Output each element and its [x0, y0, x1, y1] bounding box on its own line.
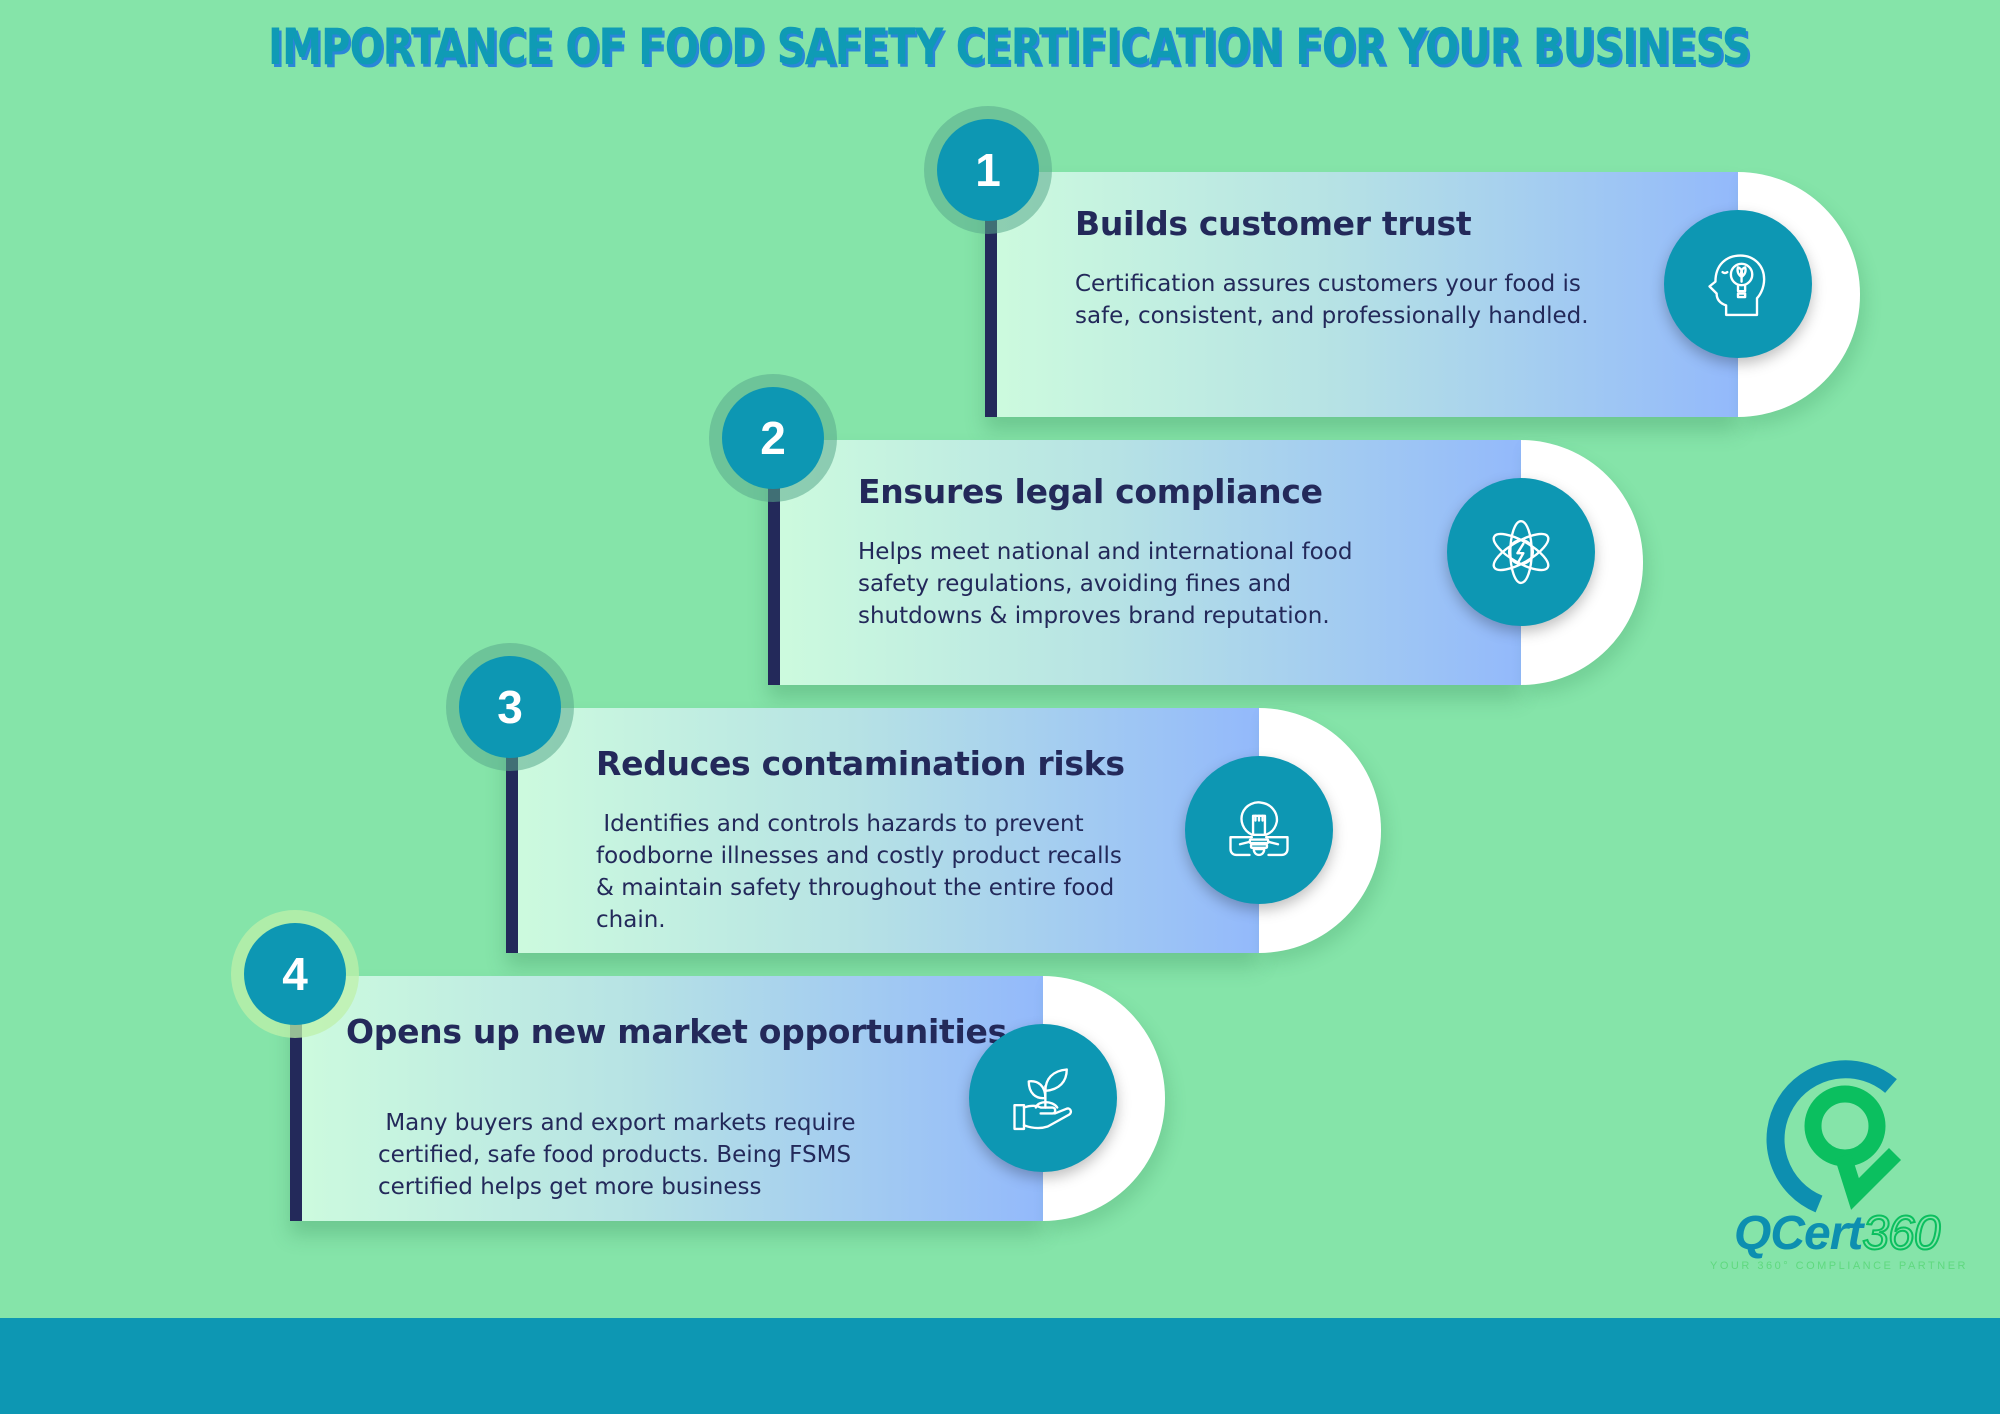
card-body: Helps meet national and international fo…	[858, 539, 1353, 629]
benefit-card-4: Opens up new market opportunities Many b…	[290, 976, 1165, 1221]
card-panel	[768, 440, 1521, 685]
logo-mark-icon	[1766, 1060, 1902, 1213]
eco-lightbulb-icon	[1229, 801, 1289, 857]
card-heading: Builds customer trust	[1075, 204, 1472, 243]
card-body: Identifies and controls hazards to preve…	[596, 811, 1122, 933]
logo-brand-number: 360	[1861, 1206, 1941, 1261]
card-heading: Reduces contamination risks	[596, 744, 1125, 783]
benefit-card-2: Ensures legal compliance Helps meet nati…	[768, 440, 1643, 685]
card-body: Certification assures customers your foo…	[1075, 271, 1589, 329]
qcert360-logo: QCert360 YOUR 360° COMPLIANCE PARTNER	[1705, 1046, 1985, 1286]
logo-wordmark: QCert360	[1734, 1206, 1941, 1261]
head-lightbulb-icon	[1708, 254, 1766, 317]
card-heading: Opens up new market opportunities	[346, 1012, 1007, 1051]
footer-band	[0, 1318, 2000, 1414]
benefit-card-3: Reduces contamination risks Identifies a…	[506, 708, 1381, 953]
card-panel	[985, 172, 1738, 417]
logo-brand-main: QCert	[1734, 1207, 1863, 1260]
icon-circle	[1447, 478, 1595, 626]
step-number-4: 4	[244, 923, 346, 1025]
icon-circle	[1664, 210, 1812, 358]
card-panel	[506, 708, 1259, 953]
hand-plant-icon	[1013, 1068, 1073, 1131]
benefit-card-1: Builds customer trust Certification assu…	[985, 172, 1860, 417]
atom-lightning-icon	[1492, 519, 1550, 585]
page-title: Importance of Food Safety Certification …	[268, 18, 1751, 76]
card-heading: Ensures legal compliance	[858, 472, 1323, 511]
icon-circle	[969, 1024, 1117, 1172]
logo-tagline: YOUR 360° COMPLIANCE PARTNER	[1710, 1260, 1968, 1272]
step-number-1: 1	[937, 119, 1039, 221]
card-body: Many buyers and export markets require c…	[378, 1110, 856, 1200]
card-panel	[290, 976, 1043, 1221]
step-number-2: 2	[722, 387, 824, 489]
icon-circle	[1185, 756, 1333, 904]
step-number-3: 3	[459, 656, 561, 758]
